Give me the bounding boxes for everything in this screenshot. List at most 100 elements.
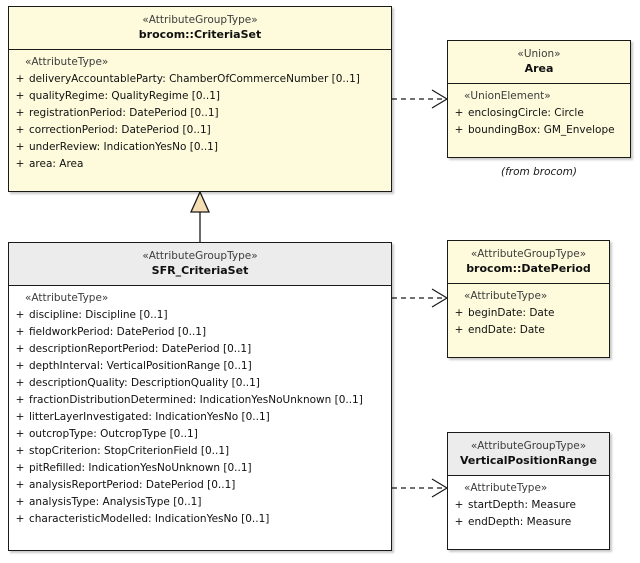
class-name: VerticalPositionRange [460,453,597,467]
attribute-row: + startDepth: Measure [450,497,607,514]
class-attribute-compartment: «AttributeType» + discipline: Discipline… [9,286,391,536]
visibility-marker: + [15,445,25,458]
visibility-marker: + [454,324,464,337]
visibility-marker: + [454,499,464,512]
attribute-label: fieldworkPeriod: DatePeriod [0..1] [29,326,207,339]
attribute-group-stereotype: «UnionElement» [464,90,551,103]
attribute-label: pitRefilled: IndicationYesNoUnknown [0..… [29,462,252,475]
attribute-label: outcropType: OutcropType [0..1] [29,428,198,441]
visibility-marker: + [454,307,464,320]
visibility-marker: + [454,124,464,137]
attribute-group-stereotype: «AttributeType» [464,482,548,495]
attribute-label: enclosingCircle: Circle [468,107,584,120]
attribute-row: + underReview: IndicationYesNo [0..1] [11,139,389,156]
class-attribute-compartment: «AttributeType» + beginDate: Date + endD… [448,284,609,347]
visibility-marker: + [15,360,25,373]
class-header: «Union» Area [448,41,630,85]
class-header: «AttributeGroupType» VerticalPositionRan… [448,433,609,477]
attribute-label: qualityRegime: QualityRegime [0..1] [29,90,220,103]
visibility-marker: + [15,73,25,86]
visibility-marker: + [15,124,25,137]
class-header: «AttributeGroupType» SFR_CriteriaSet [9,243,391,287]
visibility-marker: + [15,90,25,103]
attribute-label: descriptionReportPeriod: DatePeriod [0..… [29,343,252,356]
class-stereotype: «Union» [517,48,561,60]
class-brocom-criteriaset[interactable]: «AttributeGroupType» brocom::CriteriaSet… [8,6,392,192]
attribute-label: beginDate: Date [468,307,555,320]
class-stereotype: «AttributeGroupType» [142,250,258,262]
attribute-row: + descriptionQuality: DescriptionQuality… [11,375,389,392]
dependency-sfr-to-dateperiod [392,288,449,308]
class-verticalpositionrange[interactable]: «AttributeGroupType» VerticalPositionRan… [447,432,610,550]
attribute-row: + analysisReportPeriod: DatePeriod [0..1… [11,477,389,494]
attribute-group-stereotype: «AttributeType» [25,56,109,69]
dependency-criteriaset-to-area [392,89,449,109]
class-brocom-dateperiod[interactable]: «AttributeGroupType» brocom::DatePeriod … [447,240,610,358]
visibility-marker: + [15,309,25,322]
class-area[interactable]: «Union» Area «UnionElement» + enclosingC… [447,40,631,158]
attribute-row: + analysisType: AnalysisType [0..1] [11,494,389,511]
attribute-row: + enclosingCircle: Circle [450,105,628,122]
attribute-row: + fractionDistributionDetermined: Indica… [11,392,389,409]
attribute-label: litterLayerInvestigated: IndicationYesNo… [29,411,270,424]
visibility-marker: + [454,107,464,120]
attribute-row: + endDepth: Measure [450,514,607,531]
attribute-row: + discipline: Discipline [0..1] [11,307,389,324]
attribute-label: endDate: Date [468,324,545,337]
attribute-label: depthInterval: VerticalPositionRange [0.… [29,360,252,373]
attribute-label: characteristicModelled: IndicationYesNo … [29,513,270,526]
class-name: Area [524,61,554,75]
visibility-marker: + [15,496,25,509]
visibility-marker: + [15,158,25,171]
attribute-row: + stopCriterion: StopCriterionField [0..… [11,443,389,460]
class-stereotype: «AttributeGroupType» [470,248,587,260]
class-stereotype: «AttributeGroupType» [470,440,587,452]
area-package-note: (from brocom) [500,166,578,178]
attribute-row: + outcropType: OutcropType [0..1] [11,426,389,443]
class-stereotype: «AttributeGroupType» [142,14,258,26]
class-header: «AttributeGroupType» brocom::DatePeriod [448,241,609,285]
visibility-marker: + [15,141,25,154]
attribute-row: + pitRefilled: IndicationYesNoUnknown [0… [11,460,389,477]
attribute-label: registrationPeriod: DatePeriod [0..1] [29,107,219,120]
attribute-label: area: Area [29,158,84,171]
attribute-label: analysisType: AnalysisType [0..1] [29,496,202,509]
attribute-row: + correctionPeriod: DatePeriod [0..1] [11,122,389,139]
class-attribute-compartment: «AttributeType» + deliveryAccountablePar… [9,50,391,181]
visibility-marker: + [15,394,25,407]
visibility-marker: + [15,411,25,424]
attribute-row: + registrationPeriod: DatePeriod [0..1] [11,105,389,122]
attribute-label: boundingBox: GM_Envelope [468,124,615,137]
visibility-marker: + [15,107,25,120]
class-name: SFR_CriteriaSet [151,263,249,277]
attribute-row: + qualityRegime: QualityRegime [0..1] [11,88,389,105]
visibility-marker: + [15,428,25,441]
attribute-row: + descriptionReportPeriod: DatePeriod [0… [11,341,389,358]
dependency-sfr-to-verticalpositionrange [392,478,449,498]
attribute-label: endDepth: Measure [468,516,572,529]
attribute-label: underReview: IndicationYesNo [0..1] [29,141,218,154]
attribute-row: + deliveryAccountableParty: ChamberOfCom… [11,71,389,88]
visibility-marker: + [454,516,464,529]
class-attribute-compartment: «UnionElement» + enclosingCircle: Circle… [448,84,630,147]
attribute-label: startDepth: Measure [468,499,576,512]
attribute-group-stereotype: «AttributeType» [25,292,109,305]
class-attribute-compartment: «AttributeType» + startDepth: Measure + … [448,476,609,539]
attribute-label: discipline: Discipline [0..1] [29,309,168,322]
attribute-label: descriptionQuality: DescriptionQuality [… [29,377,260,390]
visibility-marker: + [15,377,25,390]
class-name: brocom::CriteriaSet [138,27,262,41]
attribute-row: + litterLayerInvestigated: IndicationYes… [11,409,389,426]
attribute-label: stopCriterion: StopCriterionField [0..1] [29,445,230,458]
visibility-marker: + [15,513,25,526]
class-name: brocom::DatePeriod [466,261,591,275]
class-sfr-criteriaset[interactable]: «AttributeGroupType» SFR_CriteriaSet «At… [8,242,392,551]
attribute-row: + endDate: Date [450,322,607,339]
attribute-row: + boundingBox: GM_Envelope [450,122,628,139]
attribute-label: correctionPeriod: DatePeriod [0..1] [29,124,211,137]
visibility-marker: + [15,343,25,356]
attribute-label: analysisReportPeriod: DatePeriod [0..1] [29,479,236,492]
attribute-row: + characteristicModelled: IndicationYesN… [11,511,389,528]
class-header: «AttributeGroupType» brocom::CriteriaSet [9,7,391,51]
generalization-sfr-to-brocom-criteriaset [189,190,211,242]
